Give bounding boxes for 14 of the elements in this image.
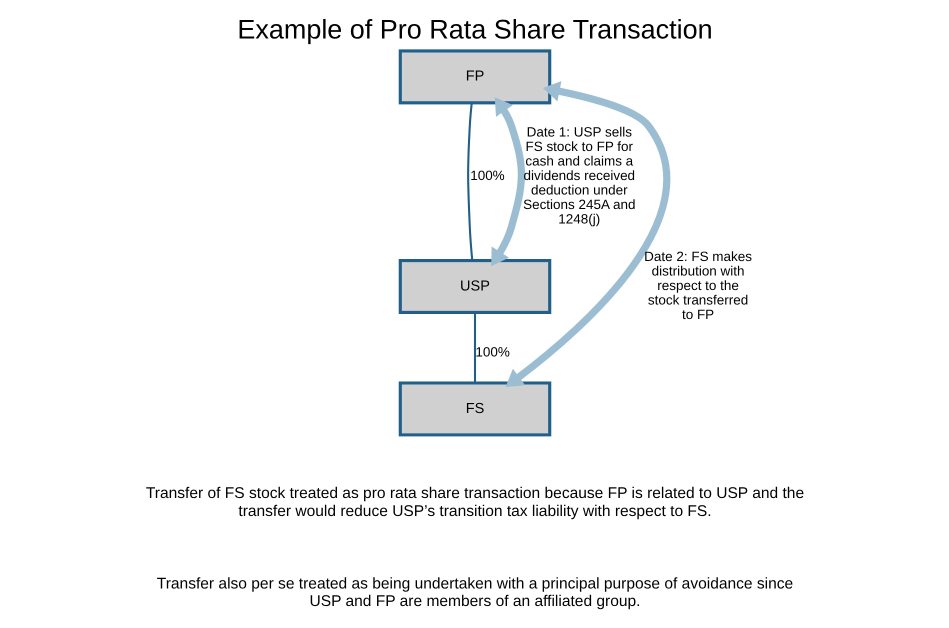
edge-label: 100%: [474, 344, 510, 360]
arrow: [505, 81, 670, 387]
edge-label: 100%: [470, 168, 504, 184]
diagram-title: Example of Pro Rata Share Transaction: [236, 14, 712, 44]
label: Transfer also per se treated as being undertaken with a principal purpose of avoidance since USP and FP are members of an affiliated group.: [156, 575, 793, 610]
node-box: USP: [398, 259, 551, 314]
connector: [466, 103, 473, 260]
arrow: [490, 97, 525, 266]
label: Transfer of FS stock treated as pro rata share transaction because FP is related to USP and the transfer would reduce USP’s transition tax liability with respect to FS.: [145, 485, 804, 520]
connector: [473, 312, 476, 383]
edge-label: Date 1: USP sells FS stock to FP for cash and claims a dividends received deduction under Sections 245A and 1248(j): [522, 124, 635, 227]
node-box: FP: [398, 49, 551, 104]
edge-label: Date 2: FS makes distribution with respect to the stock transferred to FP: [644, 248, 752, 322]
node-box: FS: [398, 381, 551, 436]
